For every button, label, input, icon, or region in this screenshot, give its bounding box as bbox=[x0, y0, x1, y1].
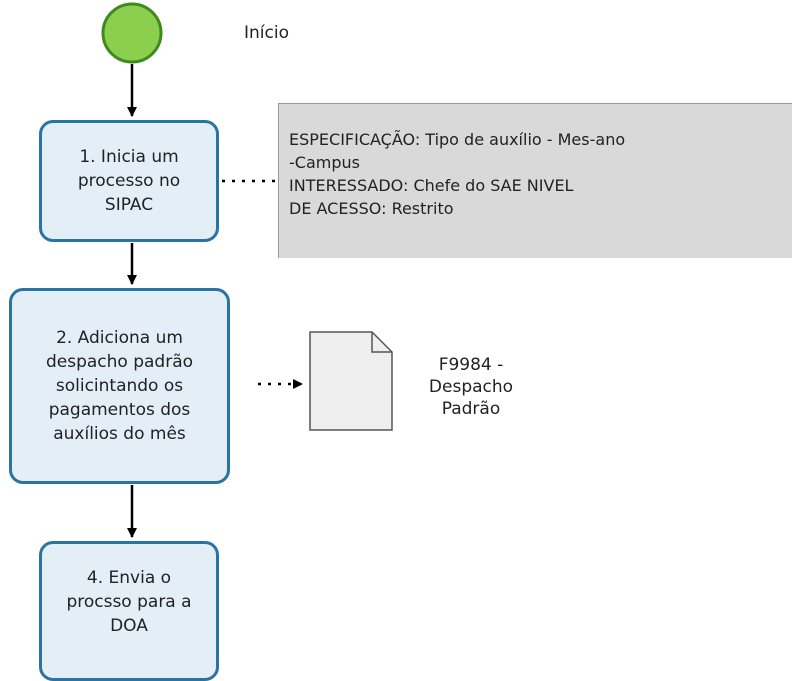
document-fold bbox=[371, 332, 392, 353]
task-1-box[interactable]: 1. Inicia um processo no SIPAC bbox=[39, 120, 219, 242]
task-2-label: 2. Adiciona um despacho padrão solicinta… bbox=[45, 328, 194, 444]
task-4-label: 4. Envia o procsso para a DOA bbox=[66, 568, 192, 636]
annotation-box[interactable]: ESPECIFICAÇÃO: Tipo de auxílio - Mes-ano… bbox=[278, 103, 792, 258]
annotation-text: ESPECIFICAÇÃO: Tipo de auxílio - Mes-ano… bbox=[289, 130, 626, 218]
task-4-box[interactable]: 4. Envia o procsso para a DOA bbox=[39, 541, 219, 681]
task-1-label: 1. Inicia um processo no SIPAC bbox=[77, 147, 181, 215]
document-label: F9984 - Despacho Padrão bbox=[428, 355, 514, 419]
document-icon[interactable] bbox=[309, 331, 393, 431]
start-event-label: Início bbox=[244, 23, 289, 43]
task-2-box[interactable]: 2. Adiciona um despacho padrão solicinta… bbox=[9, 288, 230, 484]
start-event-circle[interactable] bbox=[101, 2, 163, 64]
